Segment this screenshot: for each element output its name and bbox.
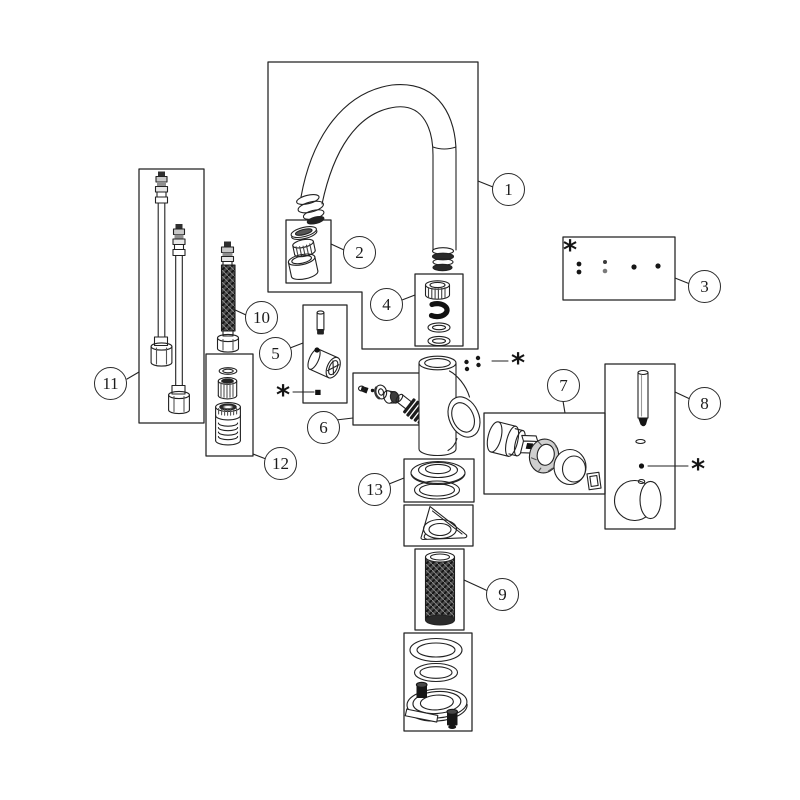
braided-hose-drawing (216, 241, 240, 353)
footnote-pointer-lines (292, 360, 689, 467)
part-box-gasket (403, 504, 474, 547)
body-screw-dots-drawing (464, 355, 481, 372)
leader-4 (401, 294, 416, 301)
faucet-body-drawing (418, 355, 481, 457)
seal-rings-drawing (410, 460, 466, 500)
callout-6: 6 (307, 411, 340, 444)
spout-drawing (296, 84, 457, 272)
callout-number: 12 (272, 453, 289, 473)
spout-connector-parts-drawing (424, 280, 451, 347)
leader-2 (330, 243, 345, 251)
callout-number: 10 (253, 307, 270, 327)
part-box-9 (414, 548, 465, 631)
callout-number: 13 (366, 479, 383, 499)
aerator-parts-drawing (287, 226, 319, 280)
triangle-gasket-drawing (420, 505, 468, 541)
callout-5: 5 (259, 337, 292, 370)
callout-number: 4 (382, 294, 391, 314)
part-box-outlines (138, 61, 676, 732)
leader-10 (232, 308, 247, 316)
leader-8 (674, 391, 691, 400)
supply-hose-left (150, 171, 173, 367)
callout-number: 5 (271, 343, 280, 363)
part-box-3 (562, 236, 676, 301)
callout-9: 9 (486, 578, 519, 611)
callout-2: 2 (343, 236, 376, 269)
footnote-asterisk: * (511, 348, 526, 379)
callout-13: 13 (358, 473, 391, 506)
leader-5 (289, 342, 304, 349)
part-box-8 (604, 363, 676, 530)
part-box-base (403, 632, 473, 732)
callout-number: 1 (504, 179, 513, 199)
supply-hoses-drawing (150, 171, 190, 415)
mesh-filter-drawing (424, 551, 456, 626)
leader-12 (252, 453, 267, 460)
footnote-asterisk: * (563, 235, 578, 266)
callout-number: 8 (700, 393, 709, 413)
callout-12: 12 (264, 447, 297, 480)
footnote-asterisk: * (691, 454, 706, 485)
leader-9 (463, 579, 489, 592)
supply-hose-right (168, 224, 190, 415)
callout-number: 2 (355, 242, 364, 262)
leader-3 (674, 277, 691, 285)
part-box-12 (205, 353, 254, 457)
footnote-asterisk: * (276, 380, 291, 411)
callout-number: 11 (102, 373, 119, 393)
part-box-4 (414, 273, 464, 347)
leader-7 (562, 400, 566, 414)
part-box-13 (403, 458, 475, 503)
callout-1: 1 (492, 173, 525, 206)
leader-13 (388, 477, 405, 485)
part-box-11 (138, 168, 205, 424)
callout-10: 10 (245, 301, 278, 334)
leader-11 (126, 371, 140, 380)
callout-number: 3 (700, 276, 709, 296)
callout-number: 9 (498, 584, 507, 604)
callout-7: 7 (547, 369, 580, 402)
screw-dots-drawing (576, 260, 661, 275)
base-flange-parts-drawing (404, 637, 468, 729)
leader-6 (335, 417, 354, 421)
callout-leader-lines (126, 180, 691, 592)
leader-1 (477, 180, 494, 188)
callout-3: 3 (688, 270, 721, 303)
sleeve-parts-drawing (307, 310, 341, 395)
callout-8: 8 (688, 387, 721, 420)
handle-parts-drawing (613, 369, 662, 522)
callout-11: 11 (94, 367, 127, 400)
part-box-1 (267, 61, 479, 350)
callout-4: 4 (370, 288, 403, 321)
callout-number: 6 (319, 417, 328, 437)
cartridge-assembly-drawing (486, 421, 602, 491)
part-box-5 (302, 304, 348, 404)
callout-number: 7 (559, 375, 568, 395)
adapter-parts-drawing (215, 367, 241, 446)
